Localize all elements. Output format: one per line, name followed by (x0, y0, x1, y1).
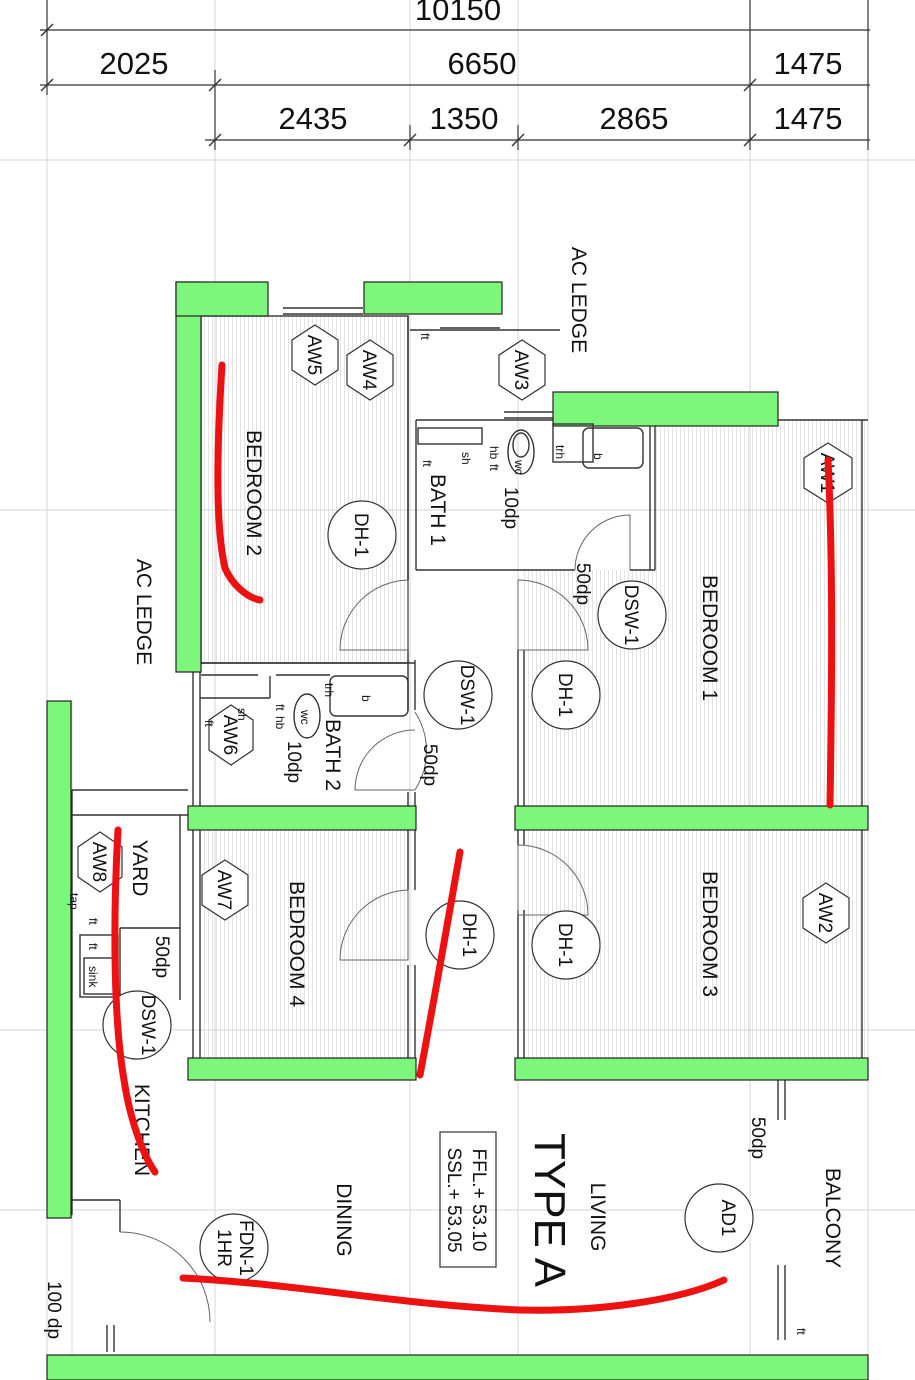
wall-bedroom3-south (514, 1057, 869, 1081)
room-balcony: BALCONY (821, 1168, 844, 1268)
fixture-b-bath2: b (359, 695, 373, 702)
unit-ffl: FFL.+ 53.10 (468, 1149, 489, 1252)
fixture-sink: sink (86, 966, 100, 988)
dim-row1-b: 6650 (448, 46, 517, 81)
fixture-ft-bath2: ft (202, 720, 216, 727)
fixture-trh-bath2: trh (322, 683, 336, 697)
markup-kitchen (111, 826, 159, 1176)
room-bedroom4: BEDROOM 4 (285, 881, 308, 1007)
bath-fixtures (79, 423, 644, 998)
dim-row1-a: 2025 (100, 46, 169, 81)
unit-info: TYPE A FFL.+ 53.10 SSL.+ 53.05 (439, 1131, 574, 1288)
wall-unit-south (46, 1354, 869, 1380)
room-living: LIVING (586, 1183, 609, 1252)
markup-bedroom1 (824, 456, 836, 809)
room-dining: DINING (332, 1183, 355, 1257)
room-bedroom1: BEDROOM 1 (698, 575, 721, 701)
tag-aw5: AW5 (303, 335, 324, 375)
note-10dp-bath2: 10dp (283, 741, 304, 783)
wall-bedroom2-west (175, 281, 202, 673)
tag-dh1-bedroom3: DH-1 (554, 923, 575, 967)
tag-fdn1: FDN-1 (235, 1220, 256, 1276)
dim-total: 10150 (415, 0, 501, 27)
fixture-hb-bath2: hb (273, 716, 287, 730)
drainage-notes: 10dp 10dp 50dp 50dp 50dp 50dp 100 dp (43, 487, 768, 1339)
room-yard: YARD (128, 840, 151, 897)
fixture-sh-bath2: sh (235, 708, 249, 721)
structural-walls (46, 281, 869, 1380)
wall-bedroom2-north-a (175, 281, 269, 317)
fixture-labels: ft ft sh hb ft wc trh b ft sh ft hb wc t… (67, 333, 808, 1335)
markup-corridor (416, 848, 464, 1079)
tag-ad1: AD1 (717, 1200, 738, 1237)
dim-row1-c: 1475 (774, 46, 843, 81)
wall-bedroom4-north (187, 805, 417, 831)
fixture-tap: tap (67, 893, 81, 910)
interior-walls (71, 307, 868, 1352)
tag-fdn1-rating: 1HR (213, 1229, 234, 1267)
tag-dsw1-bedroom1: DSW-1 (620, 585, 641, 646)
dimension-lines (40, 0, 870, 150)
fixture-wc-bath1: wc (512, 459, 526, 475)
tag-labels: AW5 AW4 AW3 AW1 AW6 AW7 AW2 AW8 DH-1 DSW… (88, 335, 837, 1276)
tag-dh1-bedroom1: DH-1 (554, 673, 575, 717)
fixture-sh-bath1: sh (459, 452, 473, 465)
tag-dsw1-kitchen: DSW-1 (137, 995, 158, 1056)
dim-row2-c: 2865 (600, 101, 669, 136)
door-swings (119, 514, 631, 1323)
fixture-ft-bath2b: ft (273, 704, 287, 711)
fixture-b-bath1: b (591, 453, 605, 460)
ac-ledge-left: AC LEDGE (132, 559, 155, 665)
fixture-ft-kitchen: ft (86, 943, 100, 950)
fixture-ft-balcony: ft (794, 1328, 808, 1335)
tag-dh1-bedroom2: DH-1 (350, 513, 371, 557)
tag-aw6: AW6 (219, 715, 240, 755)
wall-bedroom4-south (187, 1057, 417, 1081)
wall-bedroom2-north-b (363, 281, 503, 315)
fixture-ft-ledge: ft (418, 333, 432, 340)
tag-aw8: AW8 (88, 842, 109, 882)
tag-aw4: AW4 (358, 350, 379, 391)
red-markups (111, 361, 836, 1314)
room-bedroom2: BEDROOM 2 (242, 430, 265, 556)
note-100dp: 100 dp (43, 1281, 64, 1339)
room-bath2: BATH 2 (321, 719, 344, 791)
markup-bedroom2 (214, 361, 264, 604)
note-50dp-yard: 50dp (151, 936, 172, 978)
fixture-trh-bath1: trh (553, 445, 567, 459)
tag-aw3: AW3 (510, 350, 531, 390)
tag-aw7: AW7 (213, 870, 234, 910)
unit-ssl: SSL.+ 53.05 (443, 1147, 464, 1252)
dim-row2-d: 1475 (774, 101, 843, 136)
fixture-ft-bath1: ft (420, 460, 434, 467)
tag-dsw1-bath2: DSW-1 (456, 665, 477, 726)
wall-bedroom1-north (552, 391, 779, 427)
dim-row2-b: 1350 (430, 101, 499, 136)
room-labels: BEDROOM 2 BEDROOM 1 BEDROOM 4 BEDROOM 3 … (128, 247, 844, 1268)
ac-ledge-top: AC LEDGE (567, 247, 590, 353)
dim-row2-a: 2435 (279, 101, 348, 136)
fixture-hb-bath1: hb (487, 446, 501, 460)
note-50dp-bath2: 50dp (419, 744, 440, 786)
tag-dh1-bedroom4: DH-1 (458, 913, 479, 957)
wall-bedroom3-north (514, 805, 869, 831)
room-bedroom3: BEDROOM 3 (698, 871, 721, 997)
note-10dp-bath1: 10dp (500, 487, 521, 529)
fixture-ft-yard: ft (86, 918, 100, 925)
dimension-labels: 10150 2025 6650 1475 2435 1350 2865 1475 (100, 0, 843, 136)
fixture-wc-bath2: wc (298, 709, 312, 725)
wall-kitchen-west (46, 700, 72, 1219)
markup-living (179, 1274, 728, 1314)
fixture-ft-bath1b: ft (487, 464, 501, 471)
tag-aw2: AW2 (814, 893, 835, 933)
room-bath1: BATH 1 (426, 474, 449, 546)
unit-type: TYPE A (525, 1133, 574, 1288)
note-50dp-bath1: 50dp (572, 563, 593, 605)
note-50dp-balcony: 50dp (747, 1117, 768, 1159)
